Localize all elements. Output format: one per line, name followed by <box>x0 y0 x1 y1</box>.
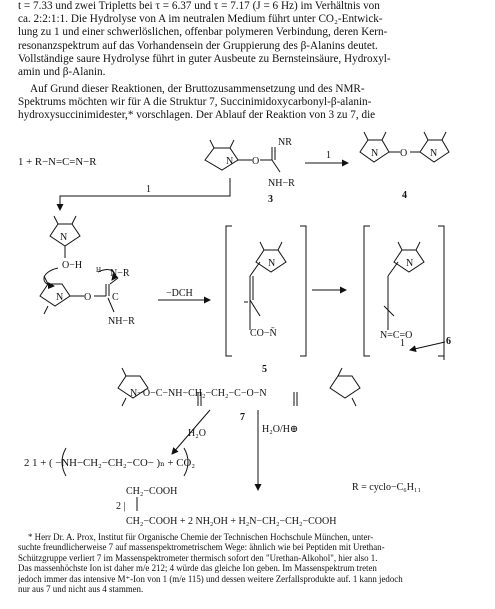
text-line: t = 7.33 und zwei Tripletts bei τ = 6.37… <box>18 0 380 12</box>
nhr-lower-label: NH−R <box>108 316 135 327</box>
oh-label: O−H <box>62 260 82 271</box>
succinimide-ring-3 <box>204 139 239 171</box>
h2o-label: H₂O <box>188 428 206 439</box>
arrow-1b-label: 1 <box>146 184 151 195</box>
structure-paragraph: Auf Grund dieser Reaktionen, der Bruttoz… <box>18 83 480 123</box>
arrow-1-label: 1 <box>326 150 331 161</box>
atom-n-mech: N <box>60 232 67 243</box>
atom-n-4b: N <box>430 148 437 159</box>
compound-label-5: 5 <box>262 364 267 375</box>
text-line: ca. 2:2:1:1. Die Hydrolyse von A im neut… <box>18 13 383 26</box>
atom-o: O <box>252 156 259 167</box>
compound-6 <box>363 225 445 357</box>
footnote-line: jedoch immer das intensive M⁺-Ion von 1 … <box>18 573 403 584</box>
footnote-line: suchte freundlicherweise 7 auf massenspe… <box>18 542 385 553</box>
compound-label-7: 7 <box>240 412 245 423</box>
atom-n: N <box>226 156 233 167</box>
text-line: lung zu 1 und einer schwerlöslichen, off… <box>18 26 388 39</box>
atom-n-mech-b: N <box>56 292 63 303</box>
atom-c-mech: C <box>112 292 119 303</box>
nr-lower-label: N−R <box>110 268 130 279</box>
reaction-scheme: 1 + R−N=C=N−R N O NR NH−R 1 3 N O N 4 1 … <box>18 131 451 527</box>
chain-7-label: N−O−C−NH−CH₂−CH₂−C−O−N <box>130 388 267 399</box>
footnote-line: nur aus 7 und nicht aus 4 stammen. <box>18 584 144 595</box>
footnote-line: * Herr Dr. A. Prox, Institut für Organis… <box>28 532 374 542</box>
nr-label: NR <box>278 137 292 148</box>
text-line: hydroxysuccinimidester,* vorschlagen. De… <box>18 109 376 122</box>
compound-4 <box>359 131 450 163</box>
arrow-h2o <box>171 409 211 455</box>
atom-n-4a: N <box>371 148 378 159</box>
nhr-label: NH−R <box>268 178 295 189</box>
atom-n-5: N <box>268 258 275 269</box>
polymer-bracket <box>61 447 67 477</box>
compound-label-3: 3 <box>268 194 273 205</box>
succinic-top-label: CH₂−COOH <box>126 486 177 497</box>
h2o-h-label: H₂O/H⊕ <box>262 424 298 435</box>
succinimide-ring-mech-bottom <box>39 275 119 315</box>
reactant-label: 1 + R−N=C=N−R <box>18 156 97 168</box>
text-line: Auf Grund dieser Reaktionen, der Bruttoz… <box>30 83 365 95</box>
compound-label-4: 4 <box>402 190 407 201</box>
co-n-label: CO−N̄ <box>250 327 277 339</box>
h-plus-label: H <box>96 266 101 274</box>
compound-7 <box>117 367 361 407</box>
succinic-coeff-label: 2 | <box>116 501 126 512</box>
text-line: Spektrums möchten wir für A die Struktur… <box>18 96 372 109</box>
r-definition: R = cyclo−C₆H₁₁ <box>352 482 421 493</box>
text-line: amin und β-Alanin. <box>18 66 106 79</box>
compound-label-6: 6 <box>446 336 451 347</box>
text-line: Vollständige saure Hydrolyse führt in gu… <box>18 52 391 65</box>
compound-5 <box>225 225 307 357</box>
intro-paragraph: t = 7.33 und zwei Tripletts bei τ = 6.37… <box>18 0 480 79</box>
dch-label: −DCH <box>166 288 193 299</box>
arrow-6-to-7 <box>430 348 440 360</box>
polymer-label: 2 1 + ( −NH−CH₂−CH₂−CO− )ₙ + CO₂ <box>24 457 195 469</box>
footnote: * Herr Dr. A. Prox, Institut für Organis… <box>18 532 480 594</box>
nco-label: N=C=O <box>380 330 412 341</box>
arrow-3-down <box>56 178 231 211</box>
atom-o-4: O <box>400 148 407 159</box>
atom-o-mech: O <box>84 292 91 303</box>
atom-n-6: N <box>406 258 413 269</box>
products-label: CH₂−COOH + 2 NH₂OH + H₂N−CH₂−CH₂−COOH <box>126 516 336 527</box>
footnote-line: Schützgruppe verliert 7 im Massenspektro… <box>18 552 378 563</box>
succinimide-ring-mech-top <box>49 215 81 258</box>
footnote-line: Das massenhöchste Ion ist daher m/e 212;… <box>18 563 377 574</box>
arrow-1c-label: 1 <box>400 338 405 349</box>
text-line: resonanzspektrum auf das Vorhandensein d… <box>18 39 378 52</box>
